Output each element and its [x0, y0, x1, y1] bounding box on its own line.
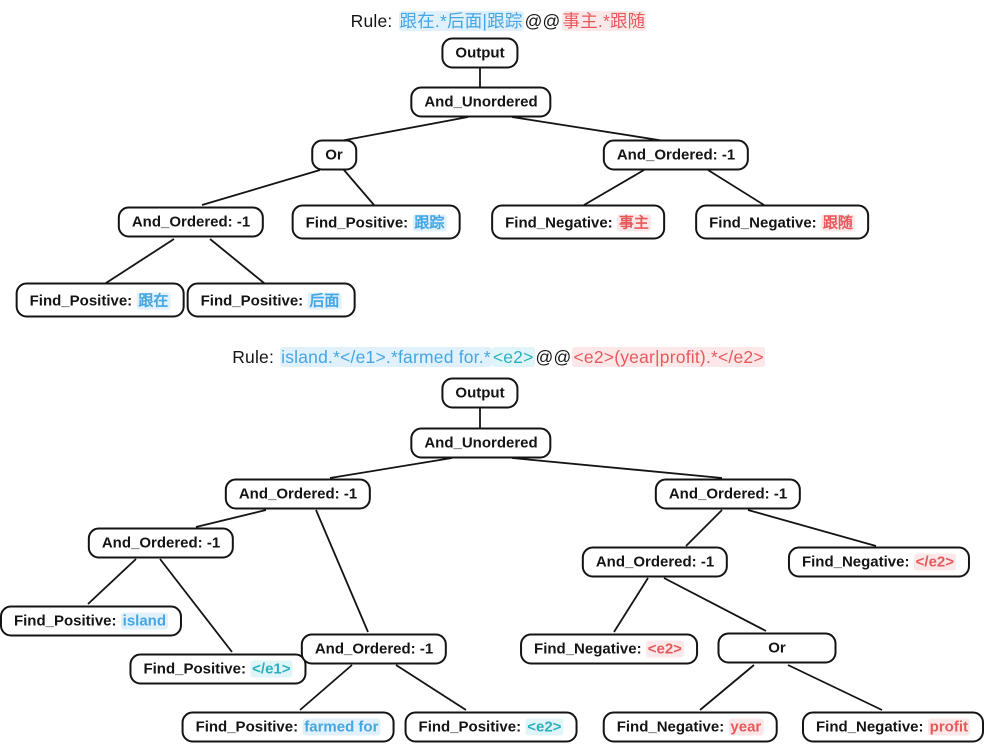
t2-fn3-prefix: Find_Negative:	[616, 718, 729, 736]
t1-rule-title: Rule: 跟在.*后面|跟踪@@事主.*跟随	[0, 8, 996, 33]
t2-fp2-prefix: Find_Positive:	[143, 660, 251, 678]
t1-fn1-prefix: Find_Negative:	[505, 214, 617, 232]
t2-node-and-ordered-l4-label: And_Ordered: -1	[101, 534, 221, 552]
t2-fp3-prefix: Find_Positive:	[195, 718, 303, 736]
t1-title-positive-pattern: 跟在.*后面|跟踪	[398, 11, 524, 31]
t2-fp4-prefix: Find_Positive:	[418, 718, 526, 736]
t2-fn1-value: </e2>	[913, 553, 957, 571]
t1-fp2-prefix: Find_Positive:	[29, 292, 137, 310]
t2-fn4-value: profit	[927, 718, 971, 736]
t1-node-and-ordered-left: And_Ordered: -1	[117, 206, 265, 238]
t1-node-find-positive-1: Find_Positive: 跟踪	[291, 204, 461, 240]
t2-title-separator: @@	[535, 347, 572, 367]
t1-node-and-unordered: And_Unordered	[410, 86, 552, 118]
t2-node-and-ordered-r3: And_Ordered: -1	[654, 478, 802, 510]
t1-fn1-value: 事主	[616, 214, 651, 232]
t2-title-positive-pattern: island.*</e1>.*farmed for.*	[280, 347, 492, 367]
t2-node-and-ordered-l3: And_Ordered: -1	[224, 478, 372, 510]
t2-fp1-prefix: Find_Positive:	[13, 612, 121, 630]
t1-node-or-label: Or	[325, 146, 343, 164]
t1-node-find-positive-2: Find_Positive: 跟在	[15, 282, 185, 318]
t1-node-output: Output	[441, 37, 519, 69]
t2-fp1-value: island	[120, 612, 169, 630]
t2-fn4-prefix: Find_Negative:	[815, 718, 928, 736]
t1-fp2-value: 跟在	[136, 292, 171, 310]
t2-node-find-negative-profit: Find_Negative: profit	[801, 711, 985, 743]
t2-fp2-value: </e1>	[250, 660, 293, 678]
t2-node-or: Or	[717, 632, 837, 664]
t1-fp3-prefix: Find_Positive:	[200, 292, 308, 310]
t1-node-find-negative-2: Find_Negative: 跟随	[695, 204, 869, 240]
t2-node-and-unordered-label: And_Unordered	[424, 434, 538, 452]
t2-fn2-value: <e2>	[645, 640, 684, 658]
t2-node-and-ordered-l5-label: And_Ordered: -1	[314, 640, 434, 658]
t2-fn1-prefix: Find_Negative:	[801, 553, 914, 571]
t2-title-positive-tag: <e2>	[491, 347, 535, 367]
t2-fp3-value: farmed for	[302, 718, 381, 736]
t2-node-find-positive-farmed-for: Find_Positive: farmed for	[181, 711, 395, 743]
t2-node-and-ordered-l5: And_Ordered: -1	[300, 633, 448, 665]
t2-title-negative-pattern: <e2>(year|profit).*</e2>	[572, 347, 765, 367]
t1-node-output-label: Output	[455, 44, 505, 62]
t2-node-find-negative-year: Find_Negative: year	[602, 711, 778, 743]
t2-node-find-positive-island: Find_Positive: island	[0, 605, 183, 637]
t2-node-and-ordered-r4-label: And_Ordered: -1	[595, 553, 715, 571]
t2-node-and-ordered-r4: And_Ordered: -1	[581, 546, 729, 578]
t1-node-and-ordered-left-label: And_Ordered: -1	[131, 213, 251, 231]
t2-node-output-label: Output	[455, 384, 505, 402]
t2-fn2-prefix: Find_Negative:	[534, 640, 646, 658]
t2-fp4-value: <e2>	[525, 718, 564, 736]
t1-fn2-value: 跟随	[820, 214, 855, 232]
t2-node-find-negative-e2: Find_Negative: <e2>	[520, 633, 698, 665]
t2-node-and-unordered: And_Unordered	[410, 427, 552, 459]
t2-fn3-value: year	[728, 718, 764, 736]
t1-node-find-negative-1: Find_Negative: 事主	[491, 204, 665, 240]
t1-node-and-ordered-right-label: And_Ordered: -1	[616, 146, 736, 164]
t1-node-or: Or	[311, 139, 357, 171]
t2-node-find-positive-close-e1: Find_Positive: </e1>	[129, 653, 307, 685]
t2-node-output: Output	[441, 377, 519, 409]
t2-node-find-positive-e2: Find_Positive: <e2>	[404, 711, 578, 743]
t1-title-prefix: Rule:	[350, 11, 398, 31]
t1-fp3-value: 后面	[307, 292, 342, 310]
t1-node-and-ordered-right: And_Ordered: -1	[602, 139, 750, 171]
t2-node-and-ordered-l4: And_Ordered: -1	[87, 527, 235, 559]
t1-fp1-prefix: Find_Positive:	[305, 214, 413, 232]
t1-title-negative-pattern: 事主.*跟随	[561, 11, 647, 31]
t2-rule-title: Rule: island.*</e1>.*farmed for.*<e2>@@<…	[0, 347, 996, 368]
t2-node-find-negative-close-e2: Find_Negative: </e2>	[787, 546, 971, 578]
t2-title-prefix: Rule:	[232, 347, 280, 367]
t2-node-and-ordered-l3-label: And_Ordered: -1	[238, 485, 358, 503]
t2-node-and-ordered-r3-label: And_Ordered: -1	[668, 485, 788, 503]
t1-title-separator: @@	[524, 11, 561, 31]
t1-node-and-unordered-label: And_Unordered	[424, 93, 538, 111]
t2-node-or-label: Or	[768, 639, 786, 657]
t1-fn2-prefix: Find_Negative:	[709, 214, 821, 232]
t1-node-find-positive-3: Find_Positive: 后面	[186, 282, 356, 318]
t1-fp1-value: 跟踪	[412, 214, 447, 232]
